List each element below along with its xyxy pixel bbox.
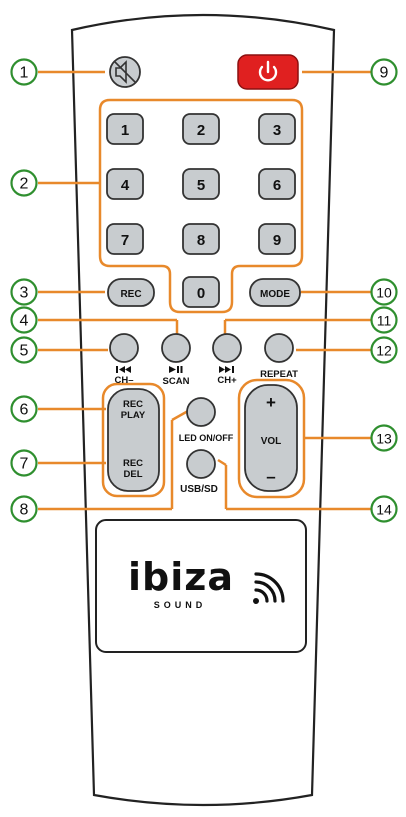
usb-sd-button[interactable] bbox=[186, 449, 216, 479]
keypad-button-8[interactable]: 8 bbox=[182, 223, 220, 255]
mute-speaker-icon[interactable] bbox=[109, 56, 141, 88]
ch-plus-label: CH+ bbox=[217, 375, 237, 386]
rec-del-line2: DEL bbox=[124, 469, 143, 480]
power-icon bbox=[258, 60, 278, 82]
play-pause-icon bbox=[169, 366, 183, 373]
callout-number: 4 bbox=[20, 313, 29, 330]
keypad-outline bbox=[98, 98, 304, 314]
repeat-label: REPEAT bbox=[260, 369, 298, 380]
callout-8: 8 bbox=[10, 495, 38, 523]
callout-9: 9 bbox=[370, 58, 398, 86]
wifi-waves-icon bbox=[253, 572, 285, 604]
callout-number: 13 bbox=[376, 431, 392, 447]
rec-play-del-rocker[interactable] bbox=[107, 388, 160, 492]
repeat-button[interactable] bbox=[264, 333, 294, 363]
callout-number: 6 bbox=[20, 402, 29, 419]
next-track-icon bbox=[219, 366, 234, 373]
rec-group-outline bbox=[101, 382, 166, 498]
scan-label: SCAN bbox=[163, 376, 190, 387]
keypad-button-0[interactable]: 0 bbox=[182, 276, 220, 308]
callout-6: 6 bbox=[10, 395, 38, 423]
callout-number: 11 bbox=[377, 313, 392, 329]
rec-button[interactable]: REC bbox=[107, 278, 155, 307]
callout-lines bbox=[38, 70, 371, 511]
keypad-label: 0 bbox=[197, 285, 205, 302]
callout-14: 14 bbox=[370, 495, 398, 523]
keypad-label: 8 bbox=[197, 232, 205, 249]
callout-number: 3 bbox=[20, 285, 29, 302]
keypad-button-3[interactable]: 3 bbox=[258, 113, 296, 145]
keypad-button-2[interactable]: 2 bbox=[182, 113, 220, 145]
led-label: LED ON/OFF bbox=[179, 433, 234, 443]
rec-play-line2: PLAY bbox=[121, 410, 146, 421]
keypad-label: 6 bbox=[273, 177, 281, 194]
callout-5: 5 bbox=[10, 336, 38, 364]
ch-minus-button[interactable] bbox=[109, 333, 139, 363]
vol-label: VOL bbox=[261, 436, 282, 447]
mode-label: MODE bbox=[260, 289, 290, 300]
callout-number: 14 bbox=[376, 502, 392, 518]
rec-del-line1: REC bbox=[123, 458, 143, 469]
callout-13: 13 bbox=[370, 424, 398, 452]
mode-button[interactable]: MODE bbox=[249, 278, 301, 307]
vol-minus-label: – bbox=[266, 467, 275, 486]
brand-logo-sub: SOUND bbox=[154, 600, 207, 610]
keypad-label: 1 bbox=[121, 122, 129, 139]
callout-number: 7 bbox=[20, 456, 29, 473]
ch-minus-label: CH– bbox=[114, 375, 133, 386]
keypad-button-6[interactable]: 6 bbox=[258, 168, 296, 200]
rec-label: REC bbox=[120, 289, 141, 300]
previous-track-icon bbox=[116, 366, 131, 373]
vol-plus-label: + bbox=[266, 393, 276, 412]
keypad-button-1[interactable]: 1 bbox=[106, 113, 144, 145]
keypad-label: 2 bbox=[197, 122, 205, 139]
keypad-label: 4 bbox=[121, 177, 130, 194]
keypad-button-7[interactable]: 7 bbox=[106, 223, 144, 255]
callout-number: 9 bbox=[380, 65, 389, 82]
callout-number: 12 bbox=[376, 343, 392, 359]
callout-number: 8 bbox=[20, 502, 29, 519]
callout-number: 5 bbox=[20, 343, 29, 360]
callout-11: 11 bbox=[370, 306, 398, 334]
usb-sd-label: USB/SD bbox=[180, 484, 218, 495]
callout-7: 7 bbox=[10, 449, 38, 477]
keypad-button-5[interactable]: 5 bbox=[182, 168, 220, 200]
callout-number: 1 bbox=[20, 65, 29, 82]
keypad-button-9[interactable]: 9 bbox=[258, 223, 296, 255]
callout-number: 2 bbox=[20, 176, 29, 193]
keypad-button-4[interactable]: 4 bbox=[106, 168, 144, 200]
vol-group-outline bbox=[237, 378, 306, 499]
callout-4: 4 bbox=[10, 306, 38, 334]
keypad-label: 3 bbox=[273, 122, 281, 139]
callout-number: 10 bbox=[376, 285, 392, 301]
brand-logo-text: ibiza bbox=[128, 555, 234, 599]
callout-12: 12 bbox=[370, 336, 398, 364]
keypad-label: 7 bbox=[121, 232, 129, 249]
callout-10: 10 bbox=[370, 278, 398, 306]
callout-3: 3 bbox=[10, 278, 38, 306]
callout-2: 2 bbox=[10, 169, 38, 197]
scan-button[interactable] bbox=[161, 333, 191, 363]
led-button[interactable] bbox=[186, 397, 216, 427]
callout-1: 1 bbox=[10, 58, 38, 86]
ch-plus-button[interactable] bbox=[212, 333, 242, 363]
rec-play-line1: REC bbox=[123, 399, 143, 410]
logo-panel bbox=[95, 519, 307, 653]
power-button[interactable] bbox=[237, 54, 299, 90]
keypad-label: 9 bbox=[273, 232, 281, 249]
volume-rocker[interactable] bbox=[244, 384, 298, 492]
keypad-label: 5 bbox=[197, 177, 205, 194]
